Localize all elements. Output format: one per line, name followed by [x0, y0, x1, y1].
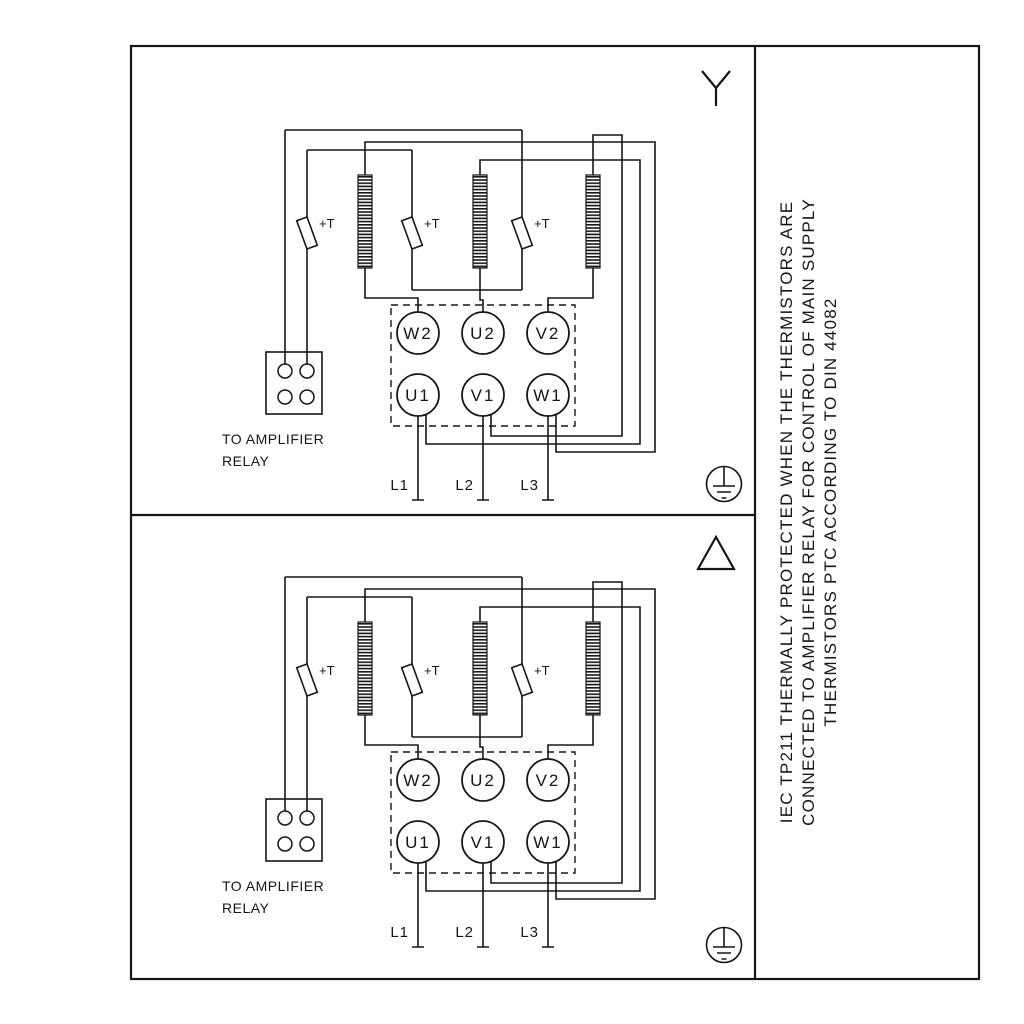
terminal-v1-label: V1: [471, 386, 496, 405]
relay-pin-1: [277, 810, 293, 826]
star-icon: [701, 70, 731, 106]
winding-coil-1: [357, 621, 373, 716]
winding-link-wires: [364, 134, 656, 453]
thermistor-label-2: +T: [424, 216, 440, 231]
terminal-u2: [461, 758, 505, 802]
winding-coil-1: [357, 174, 373, 269]
terminal-w2-label: W2: [403, 324, 433, 343]
side-note-line-1: IEC TP211 THERMALLY PROTECTED WHEN THE T…: [777, 201, 796, 823]
delta-icon: [696, 534, 736, 571]
relay-pin-3: [277, 389, 293, 405]
supply-l3-label: L3: [520, 924, 539, 941]
supply-l1-label: L1: [390, 924, 409, 941]
supply-l2-label: L2: [455, 477, 474, 494]
terminal-u1: [396, 373, 440, 417]
star-panel: +T +T +T W2 U2 V2 U1 V1 W1 TO AMPLIFIER …: [222, 129, 743, 503]
thermistor-label-1: +T: [319, 216, 335, 231]
supply-line-wires: [412, 863, 554, 948]
winding-link-wires: [364, 581, 656, 900]
relay-pin-2: [299, 810, 315, 826]
terminal-u2-label: U2: [470, 324, 496, 343]
side-note-line-3: THERMISTORS PTC ACCORDING TO DIN 44082: [821, 297, 840, 726]
terminal-v2-label: V2: [536, 324, 561, 343]
terminal-u2: [461, 311, 505, 355]
supply-l2-label: L2: [455, 924, 474, 941]
relay-pin-2: [299, 363, 315, 379]
winding-coil-3: [585, 621, 601, 716]
supply-l3-label: L3: [520, 477, 539, 494]
relay-pin-3: [277, 836, 293, 852]
terminal-w1-label: W1: [533, 833, 563, 852]
thermistor-icon-2: [400, 662, 424, 698]
terminal-board-outline: [390, 751, 576, 874]
relay-connector-block: [265, 351, 323, 415]
supply-line-wires: [412, 416, 554, 501]
supply-l1-label: L1: [390, 477, 409, 494]
relay-caption-line-1: TO AMPLIFIER: [222, 878, 324, 894]
winding-coil-2: [472, 621, 488, 716]
terminal-v1-label: V1: [471, 833, 496, 852]
relay-pin-4: [299, 389, 315, 405]
terminal-v2-label: V2: [536, 771, 561, 790]
relay-connector-block: [265, 798, 323, 862]
terminal-v1: [461, 373, 505, 417]
terminal-w1: [526, 820, 570, 864]
terminal-u1-label: U1: [405, 386, 431, 405]
thermistor-icon-3: [510, 662, 534, 698]
terminal-w1: [526, 373, 570, 417]
terminal-w2-label: W2: [403, 771, 433, 790]
terminal-u2-label: U2: [470, 771, 496, 790]
terminal-w2: [396, 758, 440, 802]
winding-coil-2: [472, 174, 488, 269]
ground-icon-bottom: [705, 926, 743, 964]
terminal-w2: [396, 311, 440, 355]
thermistor-label-1: +T: [319, 663, 335, 678]
side-note: IEC TP211 THERMALLY PROTECTED WHEN THE T…: [777, 198, 840, 826]
terminal-v2: [526, 311, 570, 355]
ground-icon-top: [705, 465, 743, 503]
winding-coil-3: [585, 174, 601, 269]
thermistor-icon-1: [295, 215, 319, 251]
thermistor-label-3: +T: [534, 663, 550, 678]
terminal-v1: [461, 820, 505, 864]
terminal-v2: [526, 758, 570, 802]
relay-pin-4: [299, 836, 315, 852]
thermistor-icon-3: [510, 215, 534, 251]
drawing-border: [129, 44, 981, 981]
relay-caption-line-1: TO AMPLIFIER: [222, 431, 324, 447]
terminal-w1-label: W1: [533, 386, 563, 405]
terminal-u1: [396, 820, 440, 864]
relay-caption-line-2: RELAY: [222, 900, 270, 916]
thermistor-icon-2: [400, 215, 424, 251]
delta-panel: +T +T +T W2 U2 V2 U1 V1 W1 TO AMPLIFIER …: [222, 576, 743, 964]
relay-caption-line-2: RELAY: [222, 453, 270, 469]
thermistor-label-3: +T: [534, 216, 550, 231]
side-note-line-2: CONNECTED TO AMPLIFIER RELAY FOR CONTROL…: [799, 198, 818, 826]
thermistor-label-2: +T: [424, 663, 440, 678]
terminal-board-outline: [390, 304, 576, 427]
terminal-u1-label: U1: [405, 833, 431, 852]
relay-pin-1: [277, 363, 293, 379]
thermistor-icon-1: [295, 662, 319, 698]
